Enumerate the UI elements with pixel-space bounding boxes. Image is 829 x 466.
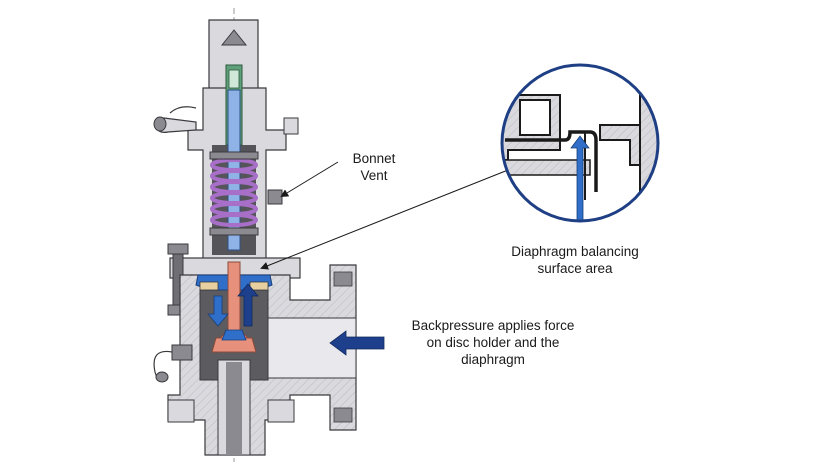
disc-guide: [221, 329, 247, 341]
spring-washer-bottom: [209, 227, 259, 236]
backpressure-arrow: [329, 330, 385, 356]
bonnet-vent-leader: [280, 161, 339, 198]
nozzle-bore: [226, 362, 242, 455]
outlet-flange-bolt-bottom: [333, 407, 353, 423]
bonnet-side-fitting: [283, 117, 299, 135]
spring: [210, 158, 258, 227]
backpressure-label-line1: Backpressure applies force: [411, 318, 575, 333]
valve-arrow-down-left: [207, 295, 229, 327]
backpressure-label-line2: on disc holder and the: [426, 335, 560, 350]
diaphragm-label-line2: surface area: [537, 261, 613, 276]
valve-arrow-up-right: [237, 283, 259, 327]
outlet-flange-bolt-top: [333, 271, 353, 287]
diaphragm-label-line1: Diaphragm balancing: [511, 244, 639, 259]
body-foot-right: [267, 399, 295, 423]
diaphragm-retainer-left: [199, 281, 219, 291]
bonnet-vent-label-line2: Vent: [360, 168, 388, 183]
diaphragm-retainer-right: [249, 281, 269, 291]
backpressure-label-line3: diaphragm: [461, 352, 525, 367]
bonnet-vent-label-line1: Bonnet: [352, 151, 396, 166]
diaphragm-label: Diaphragm balancing surface area: [500, 243, 650, 277]
zoom-leader: [260, 169, 509, 270]
lever-knob: [153, 116, 167, 132]
stud-nut-top: [167, 243, 189, 255]
backpressure-label: Backpressure applies force on disc holde…: [408, 317, 578, 368]
body-foot-left: [167, 399, 195, 423]
bonnet-vent-label: Bonnet Vent: [344, 150, 404, 184]
adjusting-screw: [228, 69, 240, 89]
drain-knob: [155, 371, 169, 383]
bonnet-vent-plug: [267, 189, 283, 205]
lever-arm: [169, 106, 197, 114]
drain-plug: [171, 344, 193, 361]
spring-washer-top: [209, 151, 259, 160]
zoom-detail: [500, 63, 660, 223]
cap-point: [220, 29, 248, 46]
